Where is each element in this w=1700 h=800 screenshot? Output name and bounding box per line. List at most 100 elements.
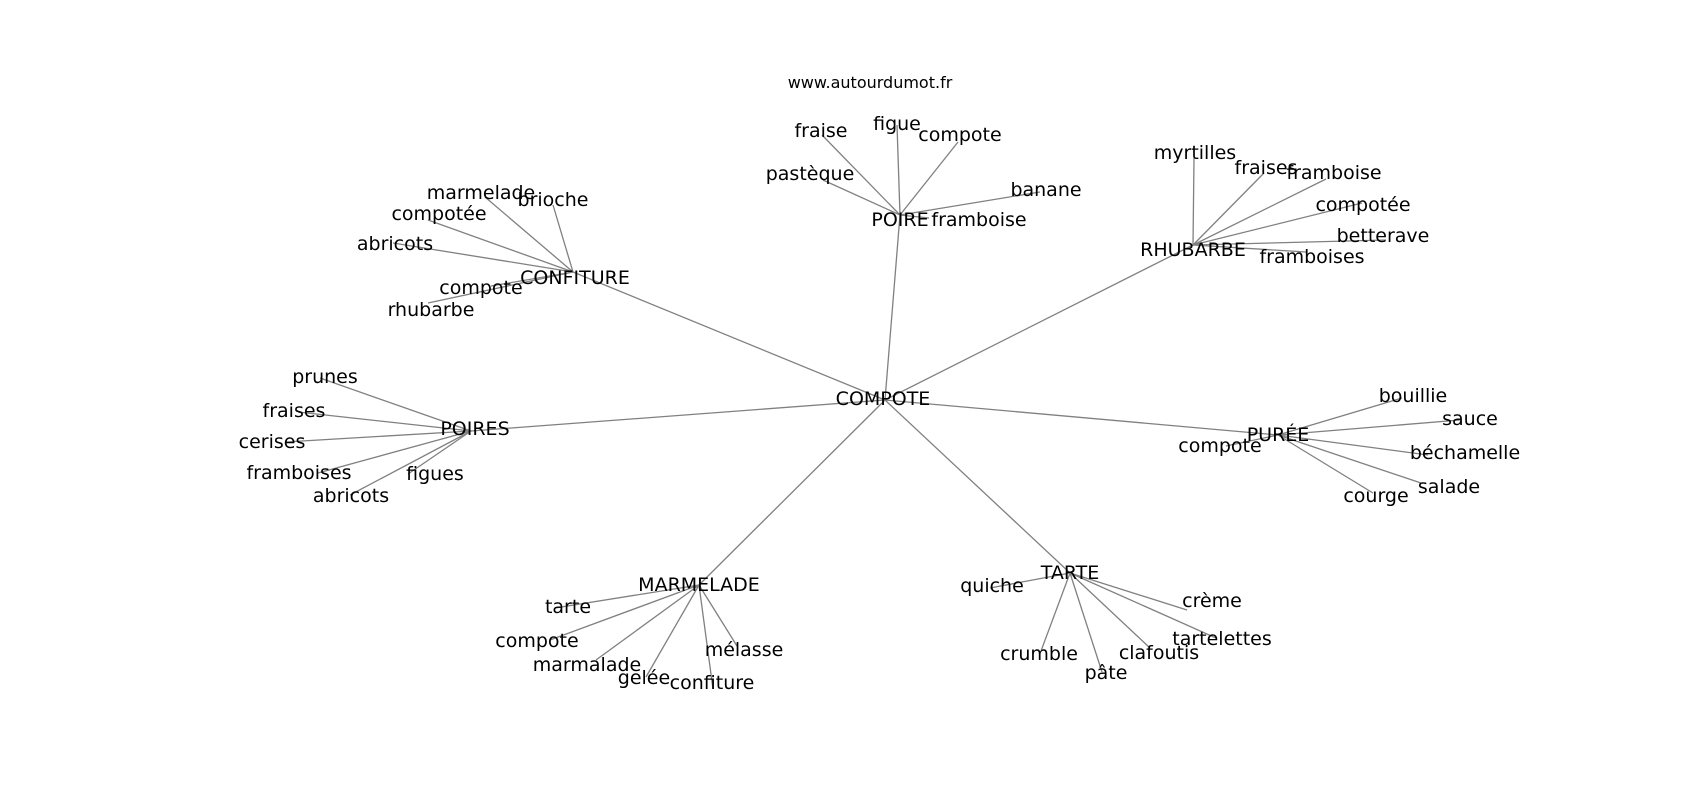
edge-compote-tarte: [884, 399, 1071, 574]
node-hub-tarte: TARTE: [1040, 562, 1100, 584]
edge-tarte-clafoutis: [1069, 572, 1151, 649]
node-leaf-poire-fraise: fraise: [794, 120, 847, 142]
node-leaf-puree-bouillie: bouillie: [1379, 385, 1448, 407]
edge-marmelade-gelee: [645, 584, 700, 678]
node-leaf-confiture-marmelade: marmelade: [427, 182, 536, 204]
edge-compote-puree: [884, 399, 1279, 436]
edge-rhubarbe-fraises: [1192, 172, 1265, 246]
node-leaf-poires-fraises: fraises: [263, 400, 326, 422]
edge-rhubarbe-compotee: [1192, 202, 1363, 246]
edge-poires-fraises: [297, 411, 472, 432]
node-leaf-poire-compote: compote: [918, 124, 1001, 146]
node-leaf-poire-banane: banane: [1010, 179, 1081, 201]
node-leaf-confiture-compote: compote: [439, 277, 522, 299]
node-leaf-poires-figues: figues: [406, 463, 464, 485]
edge-poire-compote: [899, 141, 959, 216]
edge-tarte-tartelettes: [1069, 572, 1217, 639]
edge-compote-confiture: [572, 271, 886, 401]
node-leaf-puree-courge: courge: [1343, 485, 1408, 507]
edge-confiture-marmelade: [484, 196, 574, 273]
node-hub-puree: PURÉE: [1247, 423, 1310, 446]
node-hub-poire: POIRE: [871, 209, 928, 231]
node-hub-rhubarbe: RHUBARBE: [1140, 239, 1246, 261]
node-leaf-marmelade-tarte: tarte: [545, 596, 591, 618]
node-leaf-poires-prunes: prunes: [292, 366, 358, 388]
edge-confiture-compotee: [427, 219, 574, 273]
edges-layer: [284, 124, 1461, 690]
node-leaf-rhubarbe-betterave: betterave: [1337, 225, 1430, 247]
node-leaf-marmelade-melasse: mélasse: [705, 639, 784, 661]
node-leaf-tarte-tartelettes: tartelettes: [1172, 628, 1272, 650]
edge-poire-figue: [896, 124, 901, 216]
node-leaf-rhubarbe-framboise: framboise: [1286, 162, 1381, 184]
node-leaf-tarte-quiche: quiche: [960, 575, 1024, 597]
edge-puree-salade: [1277, 434, 1422, 484]
edge-rhubarbe-framboise: [1192, 178, 1327, 246]
site-watermark: www.autourdumot.fr: [788, 73, 953, 92]
node-hub-confiture: CONFITURE: [520, 267, 630, 289]
node-leaf-tarte-pate: pâte: [1085, 662, 1128, 684]
node-leaf-puree-compote: compote: [1178, 435, 1261, 457]
node-leaf-tarte-crumble: crumble: [1000, 643, 1078, 665]
edge-rhubarbe-betterave: [1192, 239, 1387, 246]
edge-compote-rhubarbe: [884, 244, 1194, 401]
edge-marmelade-confiture: [698, 584, 714, 690]
node-leaf-marmelade-confiture: confiture: [670, 672, 755, 694]
node-leaf-poire-pasteque: pastèque: [766, 163, 855, 185]
edge-marmelade-melasse: [698, 584, 738, 647]
edge-confiture-brioche: [552, 204, 574, 273]
edge-marmelade-compote: [549, 584, 700, 641]
edge-puree-bechamelle: [1277, 434, 1429, 456]
node-leaf-puree-salade: salade: [1418, 476, 1480, 498]
edge-marmelade-marmalade: [595, 584, 700, 661]
node-leaf-rhubarbe-myrtilles: myrtilles: [1154, 142, 1236, 164]
node-leaf-marmelade-compote: compote: [495, 630, 578, 652]
edge-poires-figues: [407, 430, 472, 475]
node-leaf-rhubarbe-framboises: framboises: [1259, 246, 1364, 268]
edge-rhubarbe-myrtilles: [1192, 157, 1195, 246]
edge-puree-courge: [1277, 434, 1374, 494]
edge-poire-banane: [899, 191, 1041, 216]
node-hub-poires: POIRES: [440, 418, 509, 440]
node-leaf-poires-framboises: framboises: [246, 462, 351, 484]
node-leaf-confiture-compotee: compotée: [391, 203, 486, 225]
node-leaf-confiture-abricots: abricots: [357, 233, 433, 255]
node-leaf-poires-abricots: abricots: [313, 485, 389, 507]
edge-puree-compote: [1225, 434, 1279, 447]
node-leaf-rhubarbe-fraises: fraises: [1235, 157, 1298, 179]
edge-poires-prunes: [319, 377, 472, 432]
node-leaf-tarte-clafoutis: clafoutis: [1119, 642, 1199, 664]
edge-compote-poires: [470, 399, 886, 432]
node-leaf-poire-figue: figue: [873, 113, 921, 135]
edge-confiture-rhubarbe: [427, 271, 574, 304]
node-hub-marmelade: MARMELADE: [638, 574, 760, 596]
node-leaf-rhubarbe-compotee: compotée: [1315, 194, 1410, 216]
edge-confiture-abricots: [392, 242, 574, 273]
edge-puree-bouillie: [1277, 397, 1403, 436]
edge-compote-poire: [884, 214, 901, 401]
node-leaf-tarte-creme: crème: [1182, 590, 1242, 612]
node-leaf-marmelade-marmalade: marmalade: [533, 654, 641, 676]
edge-tarte-creme: [1069, 572, 1188, 611]
edge-compote-marmelade: [698, 399, 886, 586]
node-leaf-marmelade-gelee: gelée: [618, 667, 670, 689]
node-leaf-poire-framboise: framboise: [931, 209, 1026, 231]
node-center-compote: COMPOTE: [836, 388, 931, 410]
node-leaf-puree-bechamelle: béchamelle: [1410, 442, 1520, 464]
edge-rhubarbe-framboises: [1192, 244, 1307, 253]
edge-tarte-crumble: [1040, 572, 1071, 652]
node-leaf-confiture-rhubarbe: rhubarbe: [388, 299, 475, 321]
edge-poires-abricots: [349, 430, 472, 496]
edge-poire-fraise: [821, 134, 901, 216]
edge-poires-framboises: [317, 430, 472, 474]
edge-poire-framboise: [899, 214, 930, 219]
edge-poires-cerises: [284, 430, 472, 443]
edge-puree-sauce: [1277, 419, 1461, 436]
edge-tarte-pate: [1069, 572, 1103, 673]
edge-poire-pasteque: [822, 179, 901, 216]
node-leaf-confiture-brioche: brioche: [518, 189, 589, 211]
node-leaf-puree-sauce: sauce: [1442, 408, 1498, 430]
node-leaf-poires-cerises: cerises: [239, 431, 306, 453]
